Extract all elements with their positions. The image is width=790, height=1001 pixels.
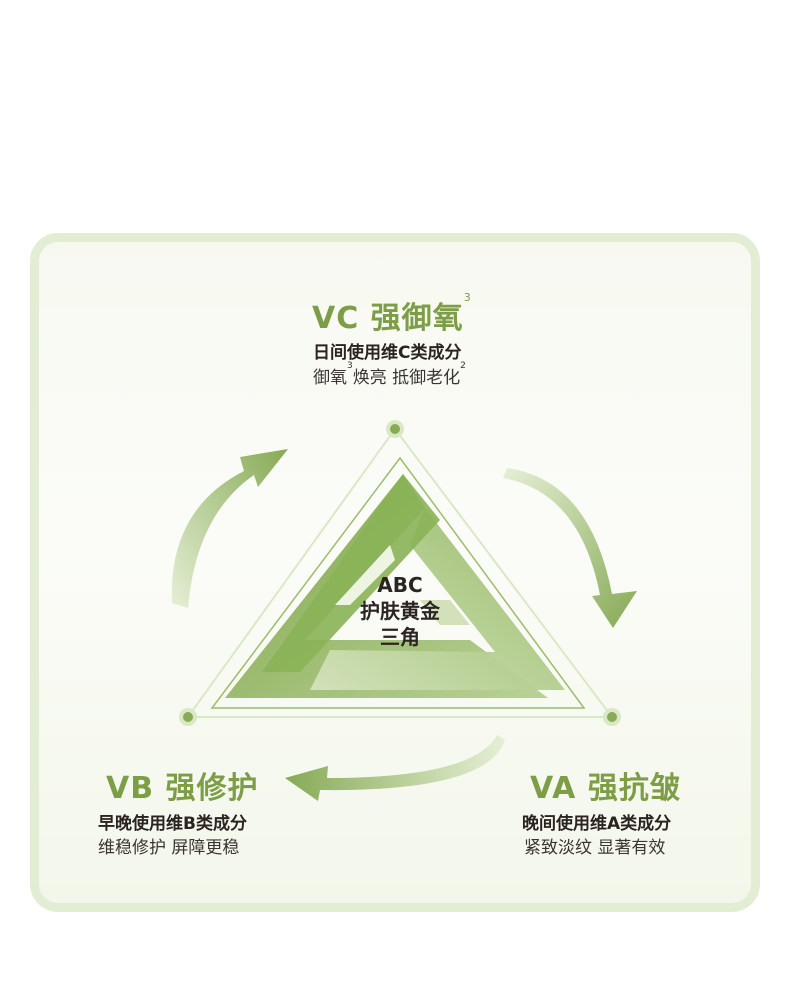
vc-node-description: 御氧3焕亮 抵御老化2 xyxy=(313,361,466,388)
vc-node-subtitle: 日间使用维C类成分 xyxy=(313,343,462,363)
vertex-dot-icon xyxy=(386,420,404,438)
cycle-arrow-icon xyxy=(285,735,505,801)
vertex-dot-icon xyxy=(179,708,197,726)
vc-node-title: VC 强御氧3 xyxy=(312,291,472,336)
va-node-description: 紧致淡纹 显著有效 xyxy=(524,838,666,858)
center-label-line1: ABC xyxy=(377,573,423,597)
vertex-dot-icon xyxy=(603,708,621,726)
cycle-arrow-icon xyxy=(171,449,288,608)
vb-node-subtitle: 早晚使用维B类成分 xyxy=(98,814,247,834)
va-node-subtitle: 晚间使用维A类成分 xyxy=(522,814,672,834)
center-label-line3: 三角 xyxy=(380,625,420,649)
inner-triangle xyxy=(210,456,586,709)
vb-node-title: VB 强修护 xyxy=(106,771,259,806)
center-label-line2: 护肤黄金 xyxy=(360,599,440,623)
outer-triangle xyxy=(186,427,615,718)
content-card xyxy=(30,233,760,912)
cycle-arrow-icon xyxy=(503,468,637,628)
center-label: ABC 护肤黄金 三角 xyxy=(340,572,460,650)
vb-node-description: 维稳修护 屏障更稳 xyxy=(98,838,240,858)
va-node-title: VA 强抗皱 xyxy=(530,771,681,806)
penrose-triangle xyxy=(225,474,565,698)
